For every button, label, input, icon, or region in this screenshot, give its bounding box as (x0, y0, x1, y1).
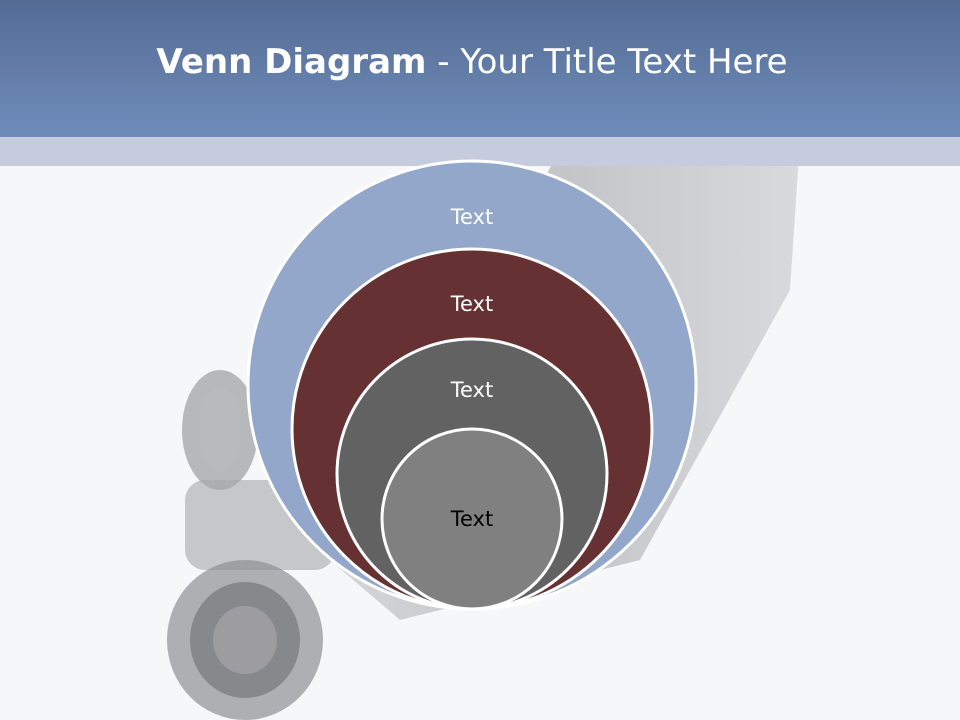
circle-inner[interactable]: Text (380, 427, 564, 611)
header-bar (0, 0, 960, 137)
title-rest-part: - Your Title Text Here (426, 42, 788, 82)
circle-third-label: Text (450, 378, 493, 402)
slide-title: Venn Diagram - Your Title Text Here (0, 40, 944, 84)
title-bold-part: Venn Diagram (156, 42, 427, 82)
circle-outer-label: Text (450, 205, 493, 229)
circle-second-label: Text (450, 292, 493, 316)
circle-inner-label: Text (450, 507, 493, 531)
